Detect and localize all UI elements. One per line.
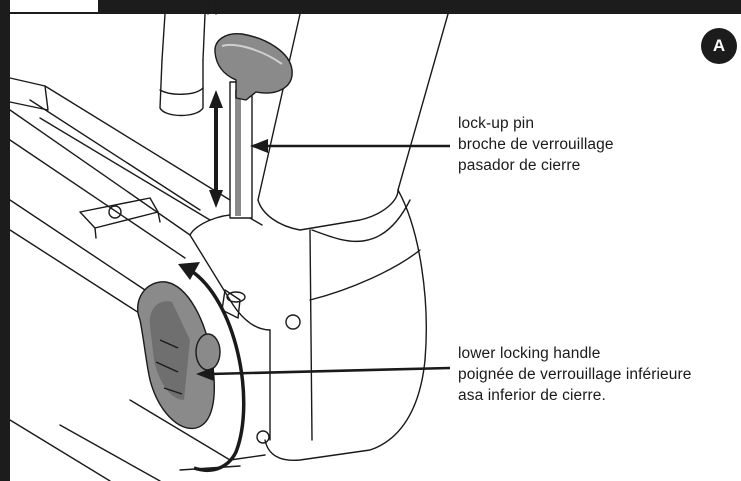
lower-handle-knob	[137, 281, 221, 430]
upper-mast	[257, 13, 449, 361]
upper-tube	[159, 3, 217, 117]
callout-lock-pin: lock-up pin broche de verrouillage pasad…	[458, 113, 614, 176]
callout-lower-handle-fr: poignée de verrouillage inférieure	[458, 366, 692, 383]
rail-clip	[79, 197, 161, 239]
callout-lower-handle: lower locking handle poignée de verrouil…	[458, 343, 691, 406]
rail	[9, 77, 231, 321]
callout-lock-pin-es: pasador de cierre	[458, 157, 581, 174]
callout-lower-handle-es: asa inferior de cierre.	[458, 387, 606, 404]
lock-pin	[214, 33, 293, 219]
leader-arrows	[196, 139, 451, 381]
callout-lock-pin-en: lock-up pin	[458, 115, 535, 132]
callout-lower-handle-en: lower locking handle	[458, 345, 601, 362]
lower-rail	[9, 399, 266, 481]
callout-lock-pin-fr: broche de verrouillage	[458, 136, 614, 153]
bracket-body	[189, 189, 426, 462]
step-badge: A	[701, 28, 737, 64]
motion-arrows	[178, 90, 246, 473]
